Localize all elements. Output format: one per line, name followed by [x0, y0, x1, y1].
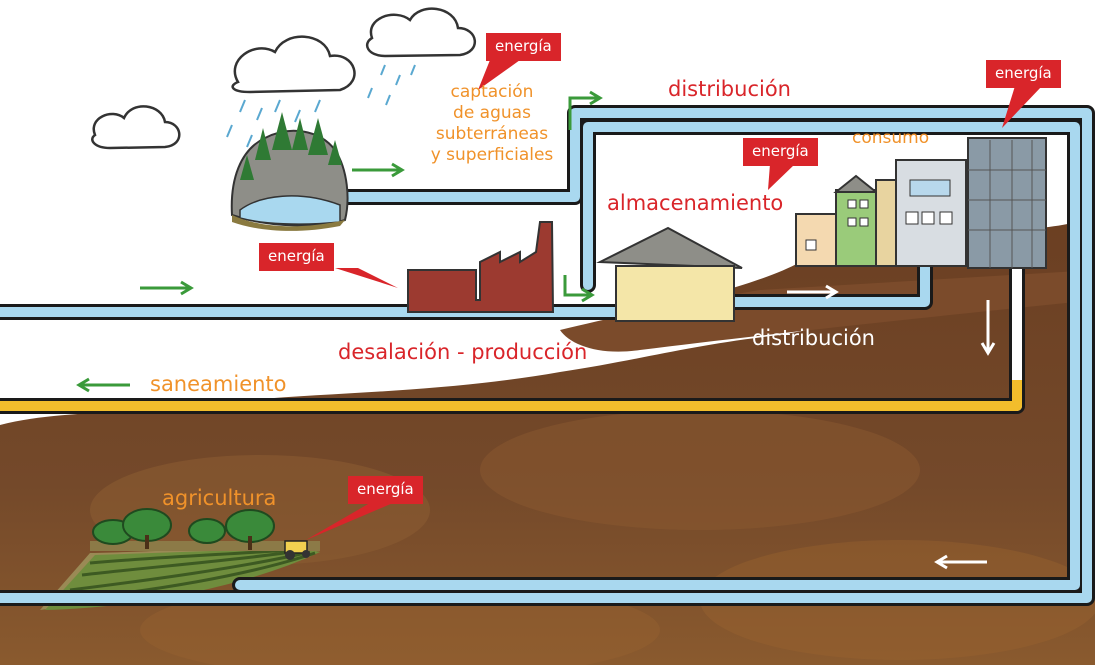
captacion-line: de aguas [453, 103, 531, 123]
tractor-icon [284, 540, 310, 560]
energy-tag: energía [743, 138, 818, 166]
captacion-label: captación de aguas subterráneas y superf… [413, 82, 571, 166]
distribucion-bottom-label: distribución [752, 326, 875, 350]
flow-arrows [76, 90, 996, 570]
distribucion-top-label: distribución [668, 77, 791, 101]
desalacion-label: desalación - producción [338, 340, 588, 364]
rain-icon [226, 64, 416, 148]
saneamiento-label: saneamiento [150, 372, 287, 396]
energy-tag: energía [348, 476, 423, 504]
mountain-reservoir [230, 112, 349, 231]
energy-tag: energía [986, 60, 1061, 88]
energy-tag-pointers [306, 60, 1042, 540]
water-pipes [0, 105, 1095, 606]
orchard-trees [90, 508, 320, 551]
almacenamiento-label: almacenamiento [607, 191, 784, 215]
sewage-pipe [0, 260, 1025, 414]
storage-building [596, 226, 743, 322]
energy-tag: energía [259, 243, 334, 271]
agricultura-label: agricultura [162, 486, 277, 510]
town-buildings [795, 137, 1047, 269]
energy-tag: energía [486, 33, 561, 61]
captacion-line: y superficiales [430, 145, 554, 165]
cloud-icon [91, 7, 477, 150]
desalination-factory [407, 221, 555, 313]
consumo-label: consumo [852, 128, 930, 148]
captacion-line: subterráneas [435, 124, 549, 144]
captacion-line: captación [450, 82, 534, 102]
